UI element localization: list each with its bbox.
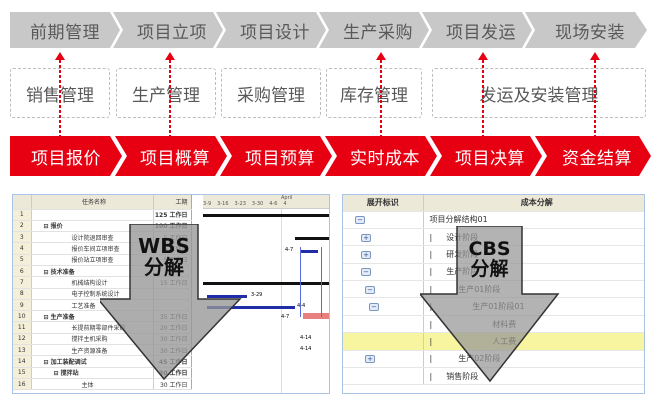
module-label: 生产管理	[132, 85, 200, 106]
top-stage-row: 前期管理 项目立项 项目设计 生产采购 项目发运 现场安装	[0, 12, 659, 48]
top-stage-label: 项目立项	[137, 22, 207, 43]
gantt-task-bar	[207, 306, 295, 309]
module-label: 库存管理	[340, 85, 408, 106]
top-stage-6: 现场安装	[525, 12, 647, 48]
cbs-label-decompose: 分解	[470, 257, 509, 280]
top-stage-label: 生产采购	[343, 22, 413, 43]
column-header-duration: 工期	[153, 195, 192, 210]
bottom-stage-label: 项目决算	[455, 148, 525, 169]
top-stage-2: 项目立项	[113, 12, 223, 48]
module-purchasing: 采购管理	[221, 68, 321, 118]
module-label: 发运及安装管理	[479, 85, 599, 106]
bottom-stage-3: 项目预算	[220, 136, 332, 176]
column-header-task-name: 任务名称	[31, 195, 154, 210]
top-stage-4: 生产采购	[319, 12, 429, 48]
expand-toggle-icon[interactable]: +	[361, 250, 371, 259]
collapse-toggle-icon[interactable]: −	[365, 285, 375, 294]
wbs-label: WBS	[138, 234, 190, 258]
gantt-summary-bar	[203, 214, 329, 217]
top-stage-label: 项目设计	[240, 22, 310, 43]
bottom-stage-2: 项目概算	[115, 136, 227, 176]
double-arrow-icon	[376, 52, 386, 144]
double-arrow-icon	[590, 52, 600, 144]
bottom-stage-6: 资金结算	[535, 136, 651, 176]
top-stage-1: 前期管理	[10, 12, 120, 48]
double-arrow-icon	[478, 52, 488, 144]
gantt-task-bar	[300, 250, 318, 253]
down-arrow-icon	[96, 223, 242, 381]
cbs-decomposition-arrow: CBS 分解	[418, 225, 560, 396]
collapse-toggle-icon[interactable]: −	[361, 268, 371, 277]
top-stage-label: 项目发运	[446, 22, 516, 43]
table-row: −项目分解结构01	[343, 211, 644, 229]
double-arrow-icon	[55, 52, 65, 144]
collapse-toggle-icon[interactable]: −	[355, 216, 365, 225]
gantt-summary-bar	[203, 282, 329, 285]
bottom-stage-label: 资金结算	[562, 148, 632, 169]
expand-toggle-icon[interactable]: +	[361, 233, 371, 242]
gantt-summary-bar	[295, 237, 329, 240]
module-label: 采购管理	[237, 85, 305, 106]
wbs-decomposition-arrow: WBS 分解	[96, 223, 250, 394]
gantt-task-bar	[207, 295, 247, 298]
column-header-expand: 展开标识	[343, 195, 424, 212]
module-production: 生产管理	[116, 68, 216, 118]
module-shipping-installation: 发运及安装管理	[432, 68, 646, 118]
collapse-toggle-icon[interactable]: −	[369, 303, 379, 312]
bottom-stage-1: 项目报价	[10, 136, 122, 176]
gantt-timescale-header: April 3-9 3-16 3-23 3-30 4-6 4	[203, 195, 329, 209]
top-stage-label: 现场安装	[555, 22, 625, 43]
top-stage-label: 前期管理	[30, 22, 100, 43]
gantt-chart-area: April 3-9 3-16 3-23 3-30 4-6 4 4-7 3-29 …	[203, 195, 329, 393]
bottom-stage-label: 项目概算	[140, 148, 210, 169]
top-stage-3: 项目设计	[216, 12, 326, 48]
expand-toggle-icon[interactable]: +	[365, 355, 375, 364]
bottom-stage-4: 实时成本	[325, 136, 437, 176]
gantt-critical-bar	[303, 313, 329, 319]
column-header-cost: 成本分解	[423, 195, 644, 212]
cbs-label: CBS	[468, 238, 511, 260]
bottom-stage-row: 项目报价 项目概算 项目预算 实时成本 项目决算 资金结算	[0, 136, 659, 176]
bottom-stage-label: 项目预算	[245, 148, 315, 169]
module-inventory: 库存管理	[326, 68, 422, 118]
down-arrow-icon	[418, 225, 560, 383]
table-row: |销售阶段	[343, 367, 644, 386]
double-arrow-icon	[165, 52, 175, 144]
bottom-stage-label: 项目报价	[31, 148, 101, 169]
bottom-stage-label: 实时成本	[350, 148, 420, 169]
wbs-label-decompose: 分解	[144, 255, 184, 279]
top-stage-5: 项目发运	[422, 12, 532, 48]
bottom-stage-5: 项目决算	[430, 136, 542, 176]
